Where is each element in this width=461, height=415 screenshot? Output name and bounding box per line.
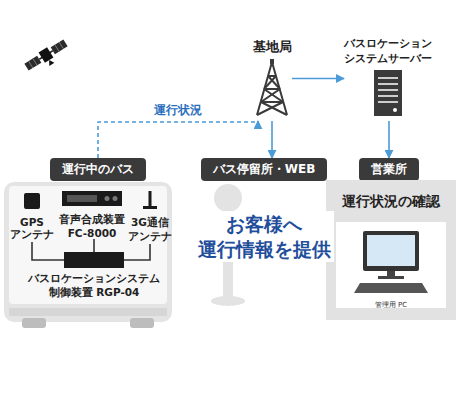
node-text: 営業所 [371,161,407,178]
server-icon [378,78,398,102]
tower-icon [270,59,274,64]
node-text: バスロケーション システムサーバー [344,36,432,66]
gps-antenna-icon [23,192,41,210]
pc-node [336,226,446,300]
server-node [373,69,403,121]
pc-node: 管理用 PC [336,222,446,308]
gps-antenna-icon [24,193,40,209]
server-icon [378,83,398,85]
control-unit: バスロケーションシステム 制御装置 RGP-04 [64,252,124,268]
pc-icon [354,283,428,293]
flow-arrow [271,121,273,158]
voice-unit-icon [62,191,122,206]
bus-body [4,182,172,328]
bus-body [130,318,154,328]
satellite-icon [39,47,54,62]
satellite-icon [47,58,55,65]
tower-icon [257,62,287,115]
device-node: 3G通信 アンテナ [128,190,172,244]
node-text: GPS アンテナ [10,216,54,242]
info-caption: お客様へ 運行情報を提供 [195,211,334,262]
3g-antenna-icon [143,206,157,209]
voice-unit-icon [67,195,97,202]
tower-node: 基地局 [252,36,292,121]
satellite-icon [55,45,59,52]
server-icon [374,70,402,116]
satellite-icon [29,61,33,68]
node-text: 基地局 [253,38,292,56]
server-icon [378,77,398,79]
node-text: 管理用 PC [375,300,407,310]
wire [93,239,95,252]
satellite-icon [24,56,41,71]
node-text: 運行状況の確認 [326,193,456,211]
node-text: 運行中のバス [62,161,134,178]
satellite-icon [33,58,37,65]
device-node [23,192,41,214]
node-text: 音声合成装置 FC-8000 [59,213,125,239]
office-panel: 運行状況の確認管理用 PC [326,180,456,320]
bus-body [4,182,172,322]
pc-icon [336,226,446,296]
bus-body [22,318,46,328]
device-node: 音声合成装置 FC-8000 [59,190,125,239]
tower-icon [257,76,287,115]
satellite-icon [23,38,71,77]
device-node [142,190,158,214]
section-label: 運行中のバス [50,158,146,181]
server-node: バスロケーション システムサーバー [344,34,432,121]
bus-body [9,308,167,316]
edge-label: 運行状況 [152,102,204,119]
voice-unit-icon [61,190,123,207]
bus-body [9,186,167,304]
satellite-icon [59,42,63,49]
pc-icon [363,231,419,271]
voice-unit-icon [105,196,110,201]
node-text: バスロケーションシステム 制御装置 RGP-04 [27,272,161,300]
server-icon [373,69,403,117]
flow-arrow [388,121,390,158]
tower-icon [252,59,292,117]
3g-antenna-icon [149,191,152,207]
flow-arrow [98,121,258,158]
device-node: GPS アンテナ [10,192,54,242]
node-text: 3G通信 アンテナ [128,216,172,244]
node-text: バス停留所・WEB [213,161,316,178]
server-icon [393,108,397,112]
satellite-icon [51,39,68,54]
pc-icon [367,235,415,266]
voice-unit-icon [113,196,118,201]
3g-antenna-icon [142,190,158,210]
device-node [61,190,123,211]
wire [32,242,64,260]
server-icon [378,101,398,103]
wire [124,244,150,260]
flow-arrow [292,78,344,80]
bus-stop-pole [211,296,245,306]
server-icon [378,89,398,91]
section-label: バス停留所・WEB [201,158,328,181]
server-icon [378,95,398,97]
section-label: 営業所 [359,158,419,181]
pc-icon [378,276,404,279]
tower-node [252,59,292,121]
bus-stop-pole [214,184,242,212]
tower-icon [257,62,287,115]
